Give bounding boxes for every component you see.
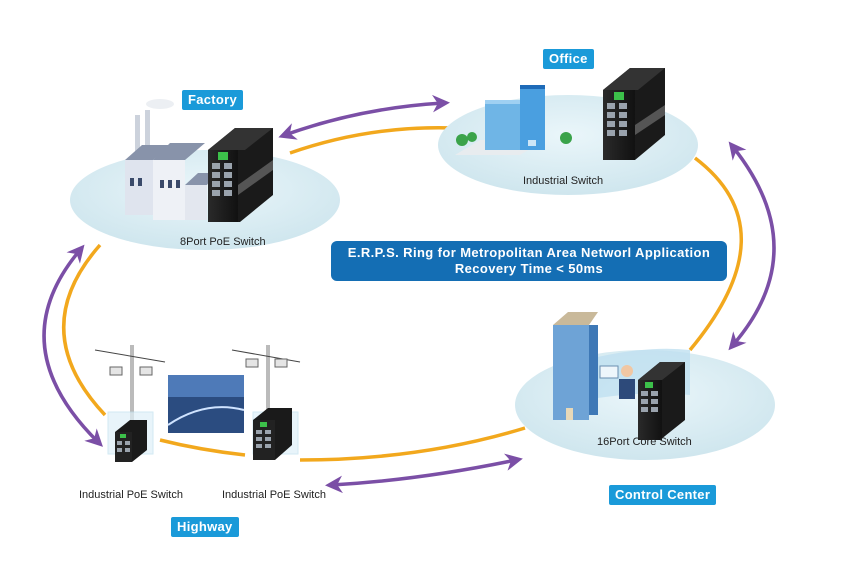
camera-icon [139,366,153,376]
camera-icon [245,358,259,368]
caption-factory-device: 8Port PoE Switch [180,236,266,248]
caption-office-device: Industrial Switch [523,175,604,187]
caption-highway-device-1: Industrial PoE Switch [79,489,183,501]
ring-factory-office [289,125,456,155]
arrow-factory-office [278,94,450,140]
highway-pole-2 [231,345,301,460]
banner-subtitle: Recovery Time < 50ms [454,261,604,276]
arrow-office-control [728,141,776,351]
tag-control-center: Control Center [609,485,717,505]
switch-16port-core-icon [638,362,685,440]
caption-control-device: 16Port Core Switch [597,436,692,448]
site-office [438,68,698,195]
redundancy-arrows [42,94,776,494]
factory-building-icon [125,99,215,220]
banner-title: E.R.P.S. Ring for Metropolitan Area Netw… [347,245,711,260]
tag-factory: Factory [182,90,244,110]
switch-8port-poe-icon [208,128,273,222]
site-highway [94,345,301,462]
office-building-icon [455,85,572,155]
operator-icon [599,365,635,399]
tag-highway: Highway [171,517,239,537]
ring-highway-highway [159,438,246,457]
camera-icon [109,366,123,376]
ring-control-highway [299,426,526,462]
site-control-center [515,312,775,460]
site-factory [70,99,340,250]
highway-pole-1 [94,345,166,462]
switch-industrial-icon [603,68,665,160]
arrow-control-highway [325,453,523,494]
arrow-highway-factory [42,244,103,447]
tower-building-icon [553,312,598,420]
caption-highway-device-2: Industrial PoE Switch [222,489,326,501]
tag-office: Office [543,49,594,69]
erps-banner: E.R.P.S. Ring for Metropolitan Area Netw… [331,241,727,281]
ring-highway-factory [62,243,107,417]
camera-icon [274,358,288,368]
